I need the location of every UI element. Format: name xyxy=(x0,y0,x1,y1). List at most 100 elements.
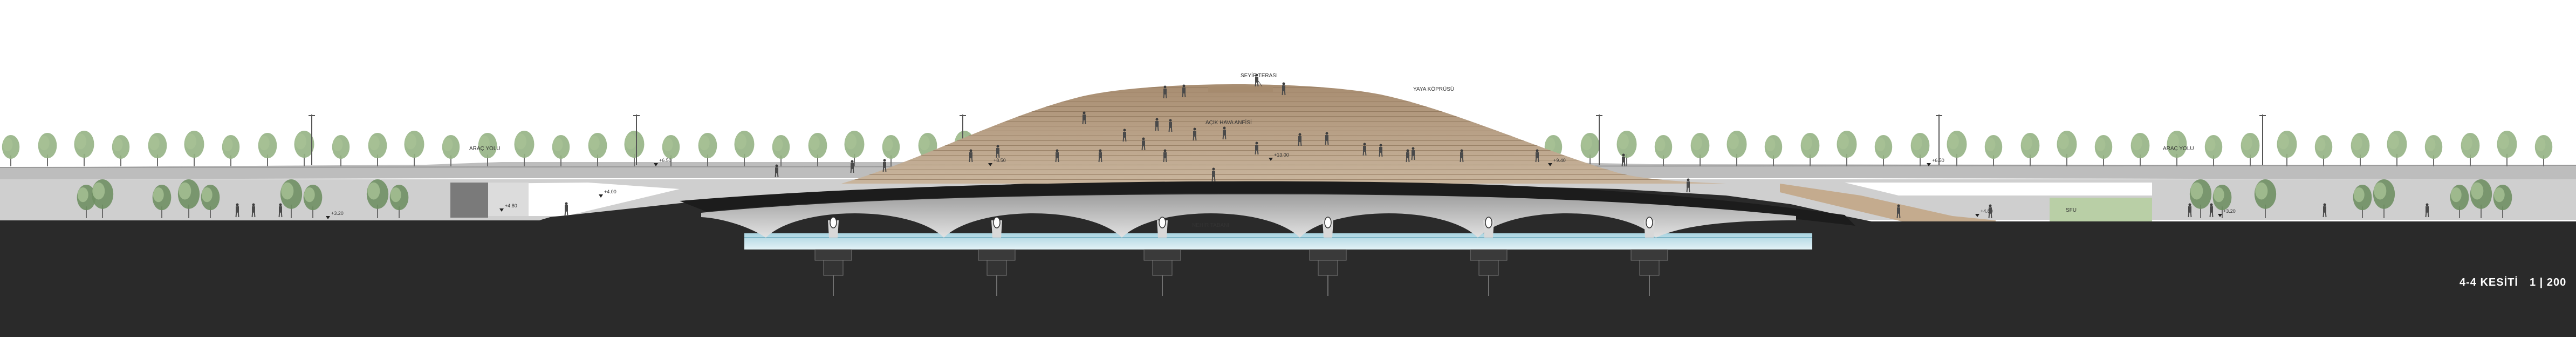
person-figure xyxy=(1535,149,1539,163)
person-figure xyxy=(235,203,239,218)
svg-text:+6.50: +6.50 xyxy=(1932,158,1944,163)
tree xyxy=(1616,130,1637,166)
bridge-pier xyxy=(978,217,1016,296)
tree xyxy=(1874,135,1893,166)
person-figure xyxy=(1460,149,1464,163)
tree xyxy=(1837,130,1857,166)
bridge-pier xyxy=(1470,217,1508,296)
tree xyxy=(2212,185,2232,218)
level-marker-mound-mid: +13.00 xyxy=(1269,152,1289,161)
bridge-arches xyxy=(701,194,1796,238)
tree xyxy=(552,135,570,166)
tree xyxy=(662,135,680,166)
level-marker-right-upper: +6.50 xyxy=(1927,158,1944,166)
tree xyxy=(366,179,389,218)
tree xyxy=(1947,130,1967,166)
sheet-title: 4-4 KESİTİ xyxy=(2459,277,2518,288)
tree xyxy=(184,130,204,166)
lower-tree-row xyxy=(77,179,2512,218)
person-figure xyxy=(1988,204,1992,219)
tree xyxy=(772,135,790,166)
person-figure xyxy=(1182,84,1186,98)
lawn-patch xyxy=(2050,198,2152,221)
tree xyxy=(222,135,240,166)
person-figure xyxy=(2425,203,2429,218)
tree xyxy=(2204,135,2223,166)
svg-text:+8.50: +8.50 xyxy=(994,158,1006,163)
person-figure xyxy=(1122,129,1127,142)
tree xyxy=(148,133,167,166)
tree xyxy=(201,185,220,218)
person-figure xyxy=(2188,203,2192,218)
tree xyxy=(2470,179,2492,218)
tree xyxy=(2424,135,2443,166)
tree xyxy=(588,133,607,166)
left-building-block xyxy=(450,183,488,218)
person-figure xyxy=(1163,149,1167,163)
tree xyxy=(112,135,130,166)
person-figure xyxy=(1406,149,1410,163)
level-marker-right-low2: +3.20 xyxy=(2218,208,2236,217)
tree xyxy=(2373,179,2395,218)
level-marker-left-upper: +6.50 xyxy=(654,158,672,166)
people-figures xyxy=(235,73,2429,219)
bridge-pier xyxy=(1630,217,1668,296)
tree xyxy=(74,130,94,166)
label-acik-hava-anfisi: AÇIK HAVA ANFİSİ xyxy=(1205,119,1252,126)
tree xyxy=(1690,133,1710,166)
tree xyxy=(1580,133,1600,166)
tree xyxy=(2314,135,2333,166)
svg-text:+4.00: +4.00 xyxy=(604,189,616,194)
bridge-pier xyxy=(1143,217,1181,296)
tree xyxy=(2497,130,2517,166)
ground-mass xyxy=(0,184,2576,337)
lamppost xyxy=(1936,114,1942,165)
tree xyxy=(1800,133,1820,166)
amphitheatre-steps xyxy=(841,84,1726,184)
person-figure xyxy=(1098,149,1102,163)
observation-terrace xyxy=(1208,86,1273,92)
tree xyxy=(882,135,900,166)
level-marker-left-mid: +4.80 xyxy=(499,203,517,212)
person-figure xyxy=(1411,147,1415,160)
tree xyxy=(1984,135,2003,166)
tree xyxy=(2130,133,2150,166)
tree xyxy=(368,133,387,166)
tree xyxy=(2254,179,2277,218)
person-figure xyxy=(1082,111,1086,125)
person-figure xyxy=(1255,73,1259,87)
left-inner-void xyxy=(488,183,680,216)
bridge-pier xyxy=(814,217,852,296)
tree xyxy=(734,130,755,166)
svg-text:+13.00: +13.00 xyxy=(1274,152,1289,158)
person-figure xyxy=(775,164,779,178)
tree xyxy=(442,135,460,166)
svg-text:+4.80: +4.80 xyxy=(1981,208,1993,214)
tree xyxy=(2189,179,2212,218)
tree xyxy=(38,133,57,166)
tree xyxy=(2277,130,2297,166)
person-figure xyxy=(564,202,568,217)
tree xyxy=(1910,133,1930,166)
person-figure xyxy=(1621,153,1626,167)
tree xyxy=(1727,130,1747,166)
right-ramp xyxy=(1780,184,1996,226)
person-figure xyxy=(1686,178,1690,193)
tree xyxy=(258,133,277,166)
tree xyxy=(1654,135,1673,166)
bridge-piers xyxy=(814,217,1668,296)
person-figure xyxy=(1141,137,1146,151)
person-figure xyxy=(1255,141,1259,155)
level-marker-mound-base: +8.50 xyxy=(988,158,1006,166)
tree xyxy=(2,135,20,166)
tree xyxy=(2020,133,2040,166)
tree xyxy=(1764,135,1783,166)
tree xyxy=(514,130,535,166)
tree xyxy=(280,179,303,218)
sheet-scale: 1 | 200 xyxy=(2530,277,2567,288)
person-figure xyxy=(1055,149,1059,163)
lamppost xyxy=(2259,114,2266,165)
tree xyxy=(2241,133,2260,166)
level-marker-mound-mid2: +9.40 xyxy=(1548,158,1566,166)
tree xyxy=(478,133,497,166)
